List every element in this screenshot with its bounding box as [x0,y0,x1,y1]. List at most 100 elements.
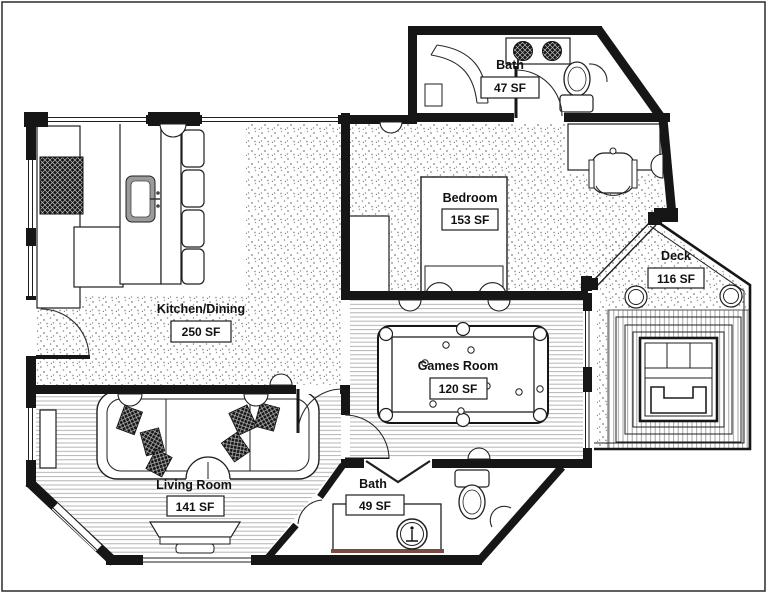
area-box [647,267,705,289]
deck-railing-outer [594,216,752,451]
room-area: 141 SF [176,500,215,514]
shelf [39,409,57,469]
bar-stool [181,129,205,168]
pool-pocket [532,326,548,342]
window-games-right-1 [583,311,592,367]
hot-tub-surround-inner [632,331,725,428]
label-bedroom: Bedroom 153 SF [441,191,499,231]
room-name: Bath [496,58,524,72]
bath-lower-fixtures [331,469,512,553]
label-deck: Deck 116 SF [647,249,705,289]
room-labels: Kitchen/Dining 250 SF Bedroom 153 SF Bat… [156,58,705,517]
round-sink-icon [396,518,428,550]
range-stove-icon [39,156,84,215]
room-area: 120 SF [439,382,478,396]
window-left-1 [26,160,36,228]
desk-chair-icon [588,147,638,196]
hot-tub-surround-mid [624,324,733,435]
throw-pillows [115,402,281,478]
room-name: Bath [359,477,387,491]
pool-pocket [378,326,394,342]
room-area: 153 SF [451,213,490,227]
window-bottom [143,555,251,565]
deck-stool-right [719,284,743,308]
doors [26,66,662,525]
toilet-icon [454,469,490,520]
pool-pocket [455,321,471,337]
label-living-room: Living Room 141 SF [156,478,232,517]
hot-tub [638,336,719,423]
window-top-1 [48,115,146,124]
area-box [166,495,225,517]
toilet-icon [559,61,594,113]
area-box [441,208,499,231]
refrigerator [73,226,124,288]
bath-lower-wall-diagonal-left [262,462,346,564]
bath-lower-wall-diagonal-right [475,464,565,565]
sconce-icon [398,299,422,312]
room-name: Living Room [156,478,232,492]
wall-post [148,112,200,126]
hot-tub-surround-outer [615,316,742,443]
sconce-icon [243,393,269,407]
window-games-right-2 [583,392,592,448]
kitchen-sink-icon [125,175,160,223]
room-name: Games Room [418,359,499,373]
pool-pocket [455,412,471,428]
area-box [429,377,488,400]
bed-icon [420,176,508,296]
vanity-accent-strip [331,549,444,553]
hot-tub-bench [650,386,707,414]
wall-right-upper [658,118,677,216]
label-kitchen-dining: Kitchen/Dining 250 SF [157,302,245,343]
pool-balls [421,341,544,415]
window-left-2 [26,246,36,296]
bar-stool [181,169,205,208]
games-wall-top [341,291,588,300]
dining-stipple-floor [246,124,341,295]
games-wall-bottom [341,459,591,468]
pool-pocket [532,407,548,423]
kitchen-fixtures [36,122,205,309]
area-box [480,76,540,99]
bath-upper-fixtures [424,37,608,113]
bath-upper-wall-diagonal [594,26,667,123]
games-wall-right [583,293,592,468]
area-box [345,494,405,516]
tv-stand-icon [148,521,242,554]
pool-table-icon [377,321,549,428]
room-area: 49 SF [359,499,391,513]
sconce-icon [650,153,664,179]
entry-door [26,300,90,359]
wall-sconces [117,121,664,460]
room-name: Bedroom [443,191,498,205]
island-bar-counter [160,122,182,285]
window-top-2 [202,115,338,124]
french-doors [364,459,432,484]
deck-stool-left [624,285,648,309]
vanity-sink-icon [513,41,533,61]
room-name: Deck [661,249,691,263]
sconce-icon [269,373,293,386]
window-diagonal-living [51,502,103,552]
bedroom-wall-left [341,113,350,299]
wall-arc [489,505,512,528]
hall-door [296,385,343,434]
pool-pocket [378,407,394,423]
living-wall-top [26,385,347,394]
room-area: 250 SF [182,325,221,339]
bath-upper-wall-top [408,26,602,35]
games-room-fixtures [377,321,549,428]
corner-basin-icon [588,63,608,83]
bar-stool [181,248,205,285]
arch-icon [159,123,187,138]
deck-area [594,216,752,451]
bedroom-fixtures [343,123,661,296]
area-box [170,320,232,343]
sliding-glass-door [586,212,662,290]
windows [26,115,592,565]
sconce-icon [487,299,511,312]
